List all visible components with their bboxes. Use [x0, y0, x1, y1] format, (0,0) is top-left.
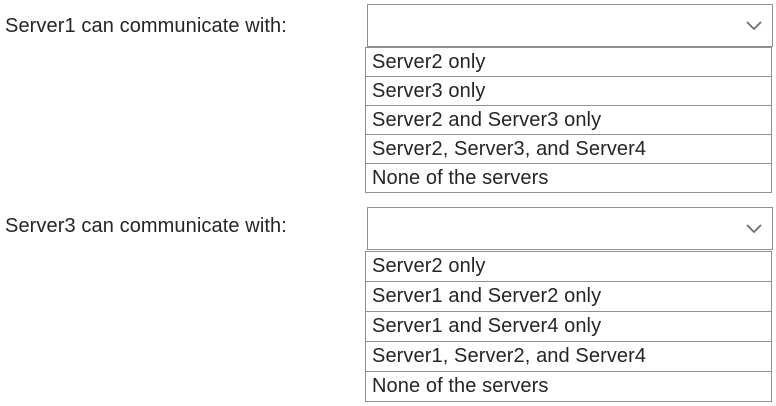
dropdown-option[interactable]: Server3 only: [366, 76, 771, 105]
chevron-down-icon: [746, 21, 762, 31]
question-2-label: Server3 can communicate with:: [5, 215, 287, 237]
question-2-dropdown[interactable]: [367, 207, 773, 250]
dropdown-option[interactable]: Server2 only: [372, 51, 486, 73]
dropdown-option[interactable]: Server1 and Server2 only: [366, 281, 771, 311]
dropdown-option[interactable]: Server2 and Server3 only: [366, 105, 771, 134]
chevron-down-icon: [746, 224, 762, 234]
question-1-options-list: Server2 only Server3 only Server2 and Se…: [365, 47, 772, 193]
dropdown-option[interactable]: Server2 only: [372, 255, 486, 277]
dropdown-option[interactable]: Server1, Server2, and Server4: [366, 341, 771, 371]
dropdown-option[interactable]: None of the servers: [366, 371, 771, 401]
question-1-label: Server1 can communicate with:: [5, 15, 287, 37]
dropdown-option[interactable]: None of the servers: [366, 163, 771, 192]
question-2-options-list: Server2 only Server1 and Server2 only Se…: [365, 251, 772, 402]
dropdown-option[interactable]: Server2, Server3, and Server4: [366, 134, 771, 163]
question-1-dropdown[interactable]: [367, 4, 773, 47]
dropdown-option[interactable]: Server1 and Server4 only: [366, 311, 771, 341]
